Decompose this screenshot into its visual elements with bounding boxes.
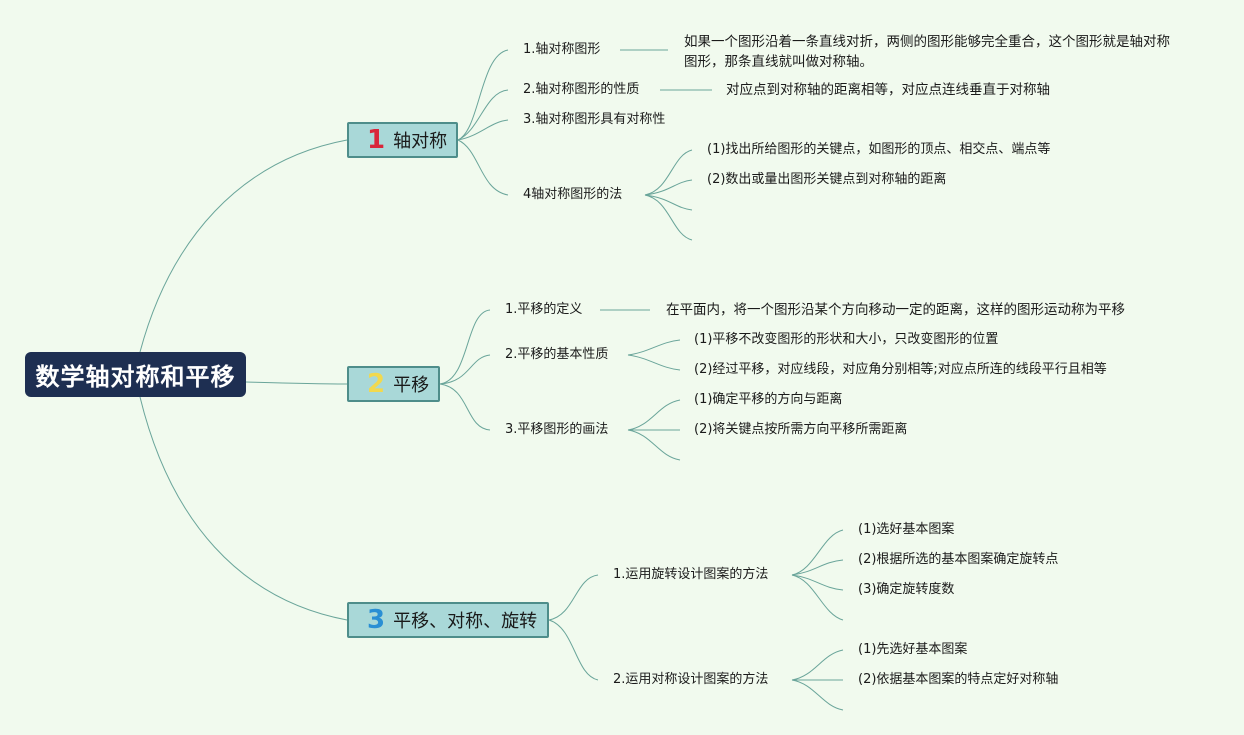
branch-axis-symmetry[interactable]: 1 轴对称 [347, 122, 458, 158]
topic-has-symmetry[interactable]: 3.轴对称图形具有对称性 [523, 112, 666, 127]
branch-translation[interactable]: 2 平移 [347, 366, 440, 402]
topic-description: 对应点到对称轴的距离相等，对应点连线垂直于对称轴 [726, 82, 1050, 98]
topic-properties[interactable]: 2.轴对称图形的性质 [523, 82, 640, 97]
branch-label: 平移 [393, 375, 430, 396]
branch-number: 2 [367, 369, 386, 399]
list-item[interactable]: (1)先选好基本图案 [858, 642, 968, 657]
branch-label: 平移、对称、旋转 [393, 611, 538, 632]
topic-axis-symmetric-figure[interactable]: 1.轴对称图形 [523, 42, 601, 57]
list-item[interactable]: (2)经过平移，对应线段，对应角分别相等;对应点所连的线段平行且相等 [694, 362, 1107, 377]
branch-number: 3 [367, 605, 386, 635]
list-item[interactable]: (1)确定平移的方向与距离 [694, 392, 843, 407]
list-item[interactable]: (2)根据所选的基本图案确定旋转点 [858, 552, 1059, 567]
list-item[interactable]: (2)依据基本图案的特点定好对称轴 [858, 672, 1059, 687]
topic-method[interactable]: 4轴对称图形的法 [523, 187, 623, 202]
topic-description: 如果一个图形沿着一条直线对折，两侧的图形能够完全重合，这个图形就是轴对称图形，那… [684, 34, 1170, 70]
branch-number: 1 [367, 125, 386, 155]
list-item[interactable]: (1)找出所给图形的关键点，如图形的顶点、相交点、端点等 [707, 142, 1051, 157]
list-item[interactable]: (2)数出或量出图形关键点到对称轴的距离 [707, 172, 947, 187]
list-item[interactable]: (1)平移不改变图形的形状和大小，只改变图形的位置 [694, 332, 999, 347]
topic-symmetry-design[interactable]: 2.运用对称设计图案的方法 [613, 672, 769, 687]
branch-translation-symmetry-rotation[interactable]: 3 平移、对称、旋转 [347, 602, 549, 638]
topic-translation-drawing[interactable]: 3.平移图形的画法 [505, 422, 609, 437]
topic-translation-definition[interactable]: 1.平移的定义 [505, 302, 583, 317]
branch-label: 轴对称 [393, 131, 448, 152]
root-topic[interactable]: 数学轴对称和平移 [25, 352, 246, 397]
topic-translation-properties[interactable]: 2.平移的基本性质 [505, 347, 609, 362]
topic-rotation-design[interactable]: 1.运用旋转设计图案的方法 [613, 567, 769, 582]
list-item[interactable]: (1)选好基本图案 [858, 522, 955, 537]
topic-description: 在平面内，将一个图形沿某个方向移动一定的距离，这样的图形运动称为平移 [666, 302, 1125, 318]
list-item[interactable]: (3)确定旋转度数 [858, 582, 955, 597]
list-item[interactable]: (2)将关键点按所需方向平移所需距离 [694, 422, 908, 437]
